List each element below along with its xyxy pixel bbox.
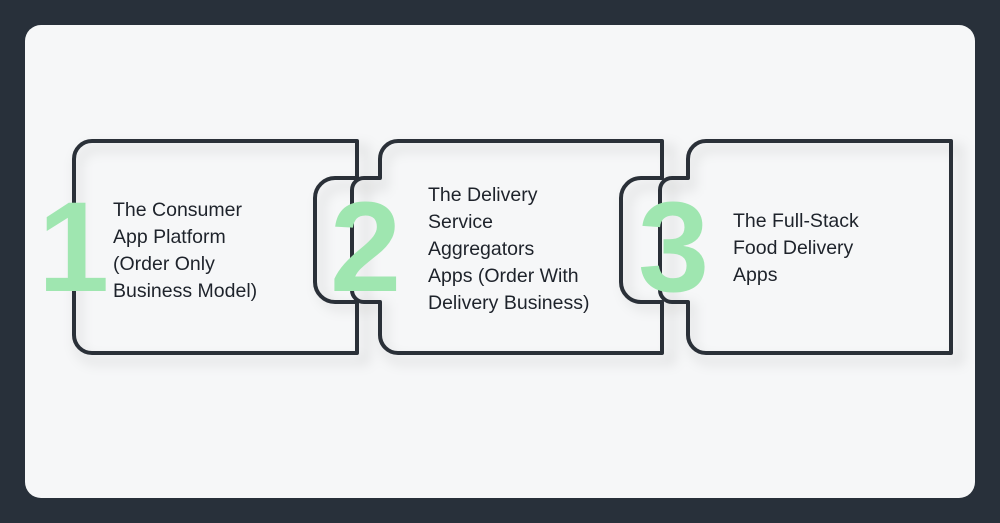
step-2-label: The Delivery Service Aggregators Apps (O… [428,184,590,314]
background-card [25,25,975,498]
step-1-number: 1 [38,176,110,319]
step-2-box [350,139,664,355]
step-1-label: The Consumer App Platform (Order Only Bu… [113,199,258,302]
step-1-box [72,139,359,355]
step-3-box [658,139,953,355]
box-shadows [75,145,963,364]
step-3-label: The Full-Stack Food Delivery Apps [733,210,859,286]
step-2-number: 2 [330,176,402,319]
step-3-number: 3 [638,176,710,319]
